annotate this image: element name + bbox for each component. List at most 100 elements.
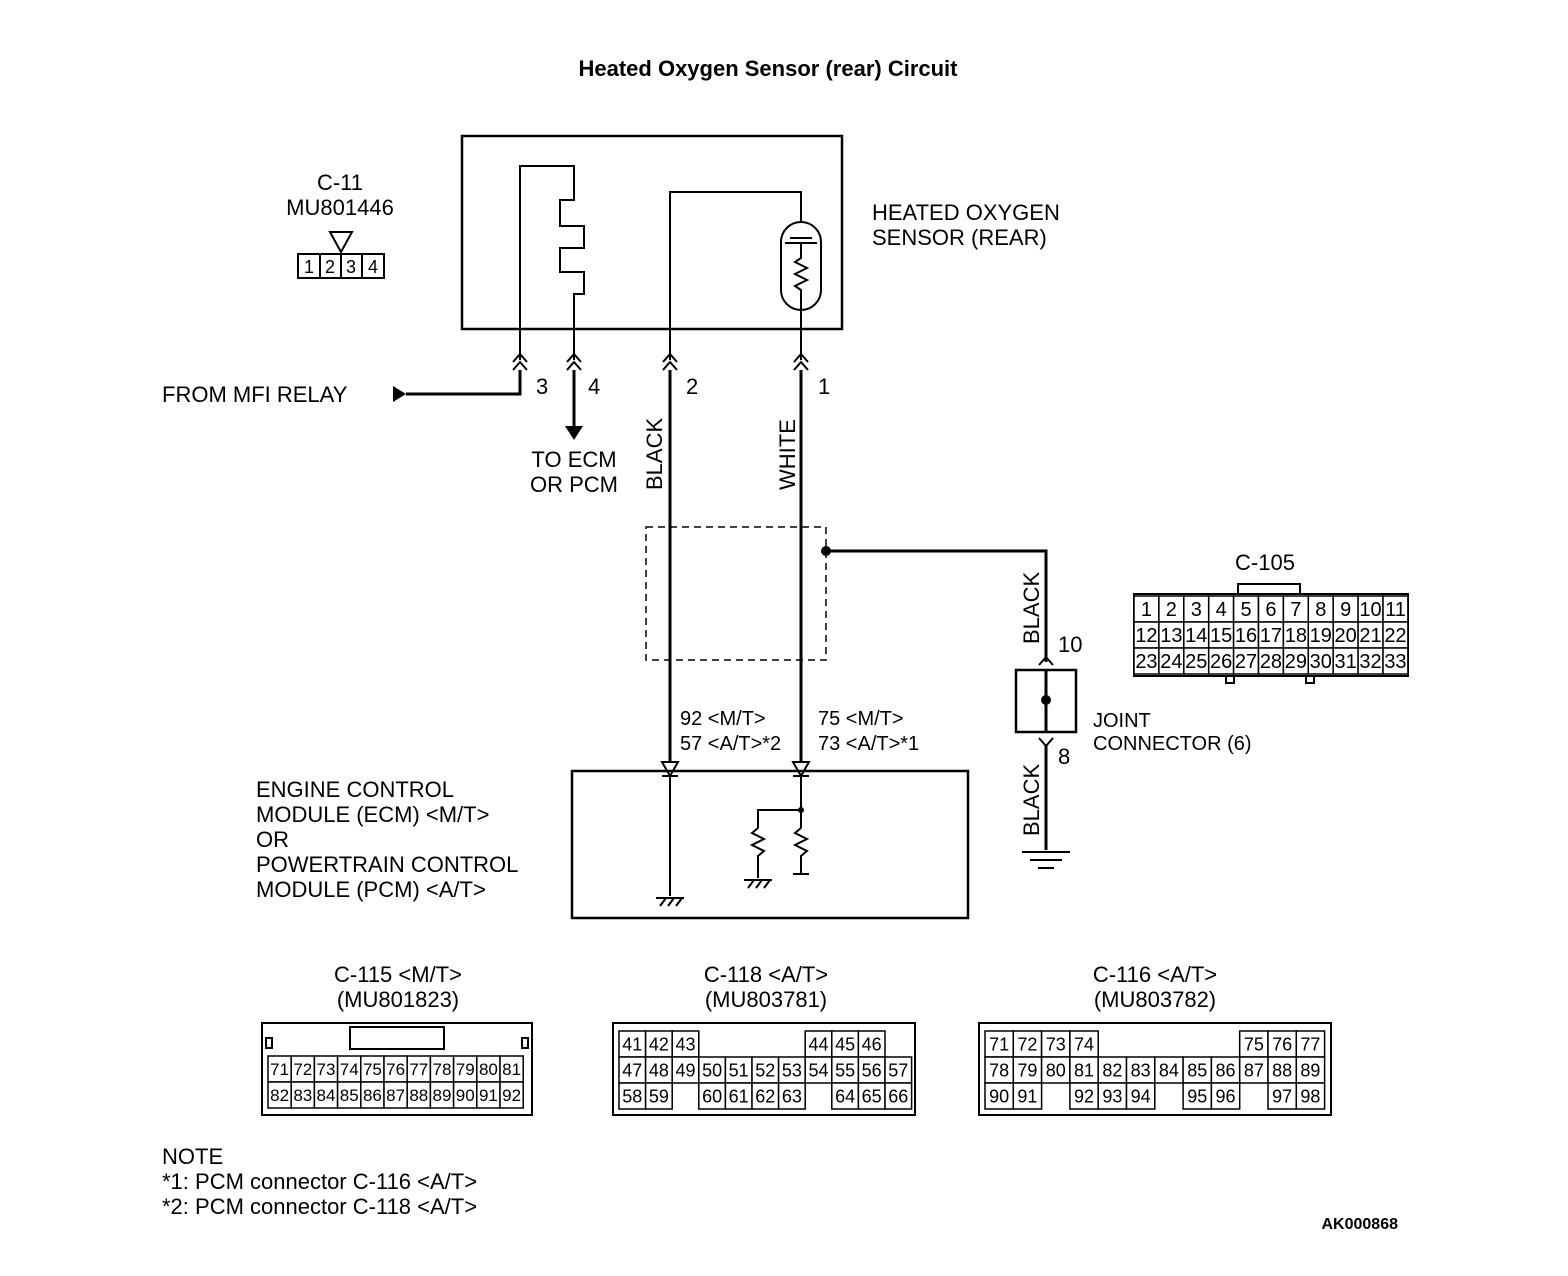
c118-pin-number: 50 [702, 1060, 722, 1080]
ecm-chevron-right [791, 761, 811, 779]
c105-pin-number: 18 [1285, 625, 1307, 647]
c118-pin-cell [644, 1030, 673, 1058]
joint-connector-label-line2: CONNECTOR (6) [1093, 733, 1252, 755]
c116-pin-cell [1125, 1082, 1156, 1110]
c116-pin-number: 91 [1017, 1086, 1037, 1106]
ecm-chevron-left [660, 761, 680, 779]
c118-pin-number: 52 [755, 1060, 775, 1080]
c116-pin-number: 84 [1159, 1060, 1179, 1080]
to-ecm-label-line1: TO ECM [531, 447, 616, 472]
c118-pin-number: 57 [888, 1060, 908, 1080]
c11-pin: 2 [325, 257, 335, 277]
c105-pin-number: 19 [1310, 625, 1332, 647]
c11-connector: C-11 MU801446 1 2 3 4 [286, 170, 394, 279]
c105-pin-number: 1 [1141, 599, 1152, 621]
c116-pin-cell [1097, 1056, 1128, 1084]
c116-pin-number: 87 [1244, 1060, 1264, 1080]
c115-pin-cell [499, 1081, 524, 1109]
note-line1: *1: PCM connector C-116 <A/T> [162, 1169, 477, 1194]
c118-pin-cell [644, 1082, 673, 1110]
c118-title: C-118 <A/T> [704, 962, 828, 987]
c105-pin-cell [1158, 647, 1185, 675]
c105-pin-number: 8 [1315, 599, 1326, 621]
pin-number-2: 2 [686, 374, 698, 399]
c105-pin-number: 27 [1235, 651, 1257, 673]
c105-pin-number: 25 [1185, 651, 1207, 673]
c115-title: C-115 <M/T> [334, 962, 462, 987]
relay-wire [406, 370, 522, 396]
figure-code: AK000868 [1322, 1216, 1399, 1233]
c116-pin-cell [1069, 1056, 1099, 1084]
c115-pin-number: 78 [433, 1060, 452, 1079]
c118-pin-number: 60 [702, 1086, 722, 1106]
c116-pin-number: 88 [1272, 1060, 1292, 1080]
c118-pin-number: 62 [755, 1086, 775, 1106]
c115-pin-number: 91 [479, 1086, 498, 1105]
c115-pin-number: 80 [479, 1060, 498, 1079]
c118-pin-cell [698, 1082, 727, 1110]
c118-pin-number: 49 [675, 1060, 695, 1080]
c105-pin-number: 17 [1260, 625, 1282, 647]
c115-pin-number: 83 [293, 1086, 312, 1105]
c105-pin-cell [1257, 595, 1285, 623]
sensor-pin-chevrons [512, 352, 809, 371]
c115-pin-number: 73 [317, 1060, 336, 1079]
c116-part: (MU803782) [1094, 987, 1216, 1012]
c105-pin-number: 15 [1210, 625, 1232, 647]
c11-pin: 4 [368, 257, 378, 277]
sensing-element-icon [669, 191, 822, 360]
shield-drain-wire [826, 549, 1048, 662]
c105-pin-number: 7 [1290, 599, 1301, 621]
white-wire-color: WHITE [775, 419, 800, 490]
c105-pin-number: 24 [1160, 651, 1182, 673]
joint-pin-10: 10 [1058, 632, 1082, 657]
c116-pin-cell [1210, 1082, 1241, 1110]
c118-pin-number: 42 [649, 1034, 669, 1054]
ecm-label-line5: MODULE (PCM) <A/T> [256, 877, 486, 902]
c118-pin-cell [884, 1082, 913, 1110]
c116-pin-number: 81 [1074, 1060, 1094, 1080]
c105-id: C-105 [1235, 550, 1295, 575]
c115-pin-number: 77 [409, 1060, 428, 1079]
c118-pin-cell [671, 1030, 700, 1058]
ecm-ground-icon-left [656, 897, 684, 907]
c118-pin-number: 47 [622, 1060, 642, 1080]
c105-pin-number: 21 [1359, 625, 1381, 647]
diagram-title: Heated Oxygen Sensor (rear) Circuit [578, 56, 958, 81]
c116-pin-cell [1295, 1056, 1326, 1084]
c105-pin-cell [1382, 621, 1409, 649]
c115-pin-number: 71 [270, 1060, 289, 1079]
c118-pin-number: 55 [835, 1060, 855, 1080]
c118-pin-number: 61 [729, 1086, 749, 1106]
c115-pin-number: 72 [293, 1060, 312, 1079]
c115-pin-number: 82 [270, 1086, 289, 1105]
ground-icon [1022, 851, 1070, 869]
c116-pin-number: 98 [1300, 1086, 1320, 1106]
c115-pin-number: 87 [386, 1086, 405, 1105]
c118-pin-number: 58 [622, 1086, 642, 1106]
c105-pin-cell [1207, 595, 1235, 623]
c118-pin-cell [751, 1056, 780, 1084]
c116-pin-number: 86 [1216, 1060, 1236, 1080]
c105-pin-number: 31 [1335, 651, 1357, 673]
c105-pin-cell [1357, 621, 1384, 649]
ecm-label-line3: OR [256, 827, 289, 852]
c115-part: (MU801823) [337, 987, 459, 1012]
c118-pin-number: 53 [782, 1060, 802, 1080]
ecm-label-line2: MODULE (ECM) <M/T> [256, 802, 489, 827]
c116-pin-number: 93 [1102, 1086, 1122, 1106]
shield-box [645, 526, 827, 661]
c118-pin-cell [831, 1030, 860, 1058]
sensor-label-line2: SENSOR (REAR) [872, 225, 1047, 250]
note-line2: *2: PCM connector C-118 <A/T> [162, 1194, 477, 1219]
c116-pin-number: 77 [1300, 1034, 1320, 1054]
c116-pin-cell [1295, 1082, 1326, 1110]
c118-pin-cell [857, 1082, 886, 1110]
joint-dot [1041, 695, 1051, 705]
c116-pin-number: 89 [1300, 1060, 1320, 1080]
c116-pin-number: 71 [989, 1034, 1009, 1054]
sensor-label-line1: HEATED OXYGEN [872, 200, 1060, 225]
